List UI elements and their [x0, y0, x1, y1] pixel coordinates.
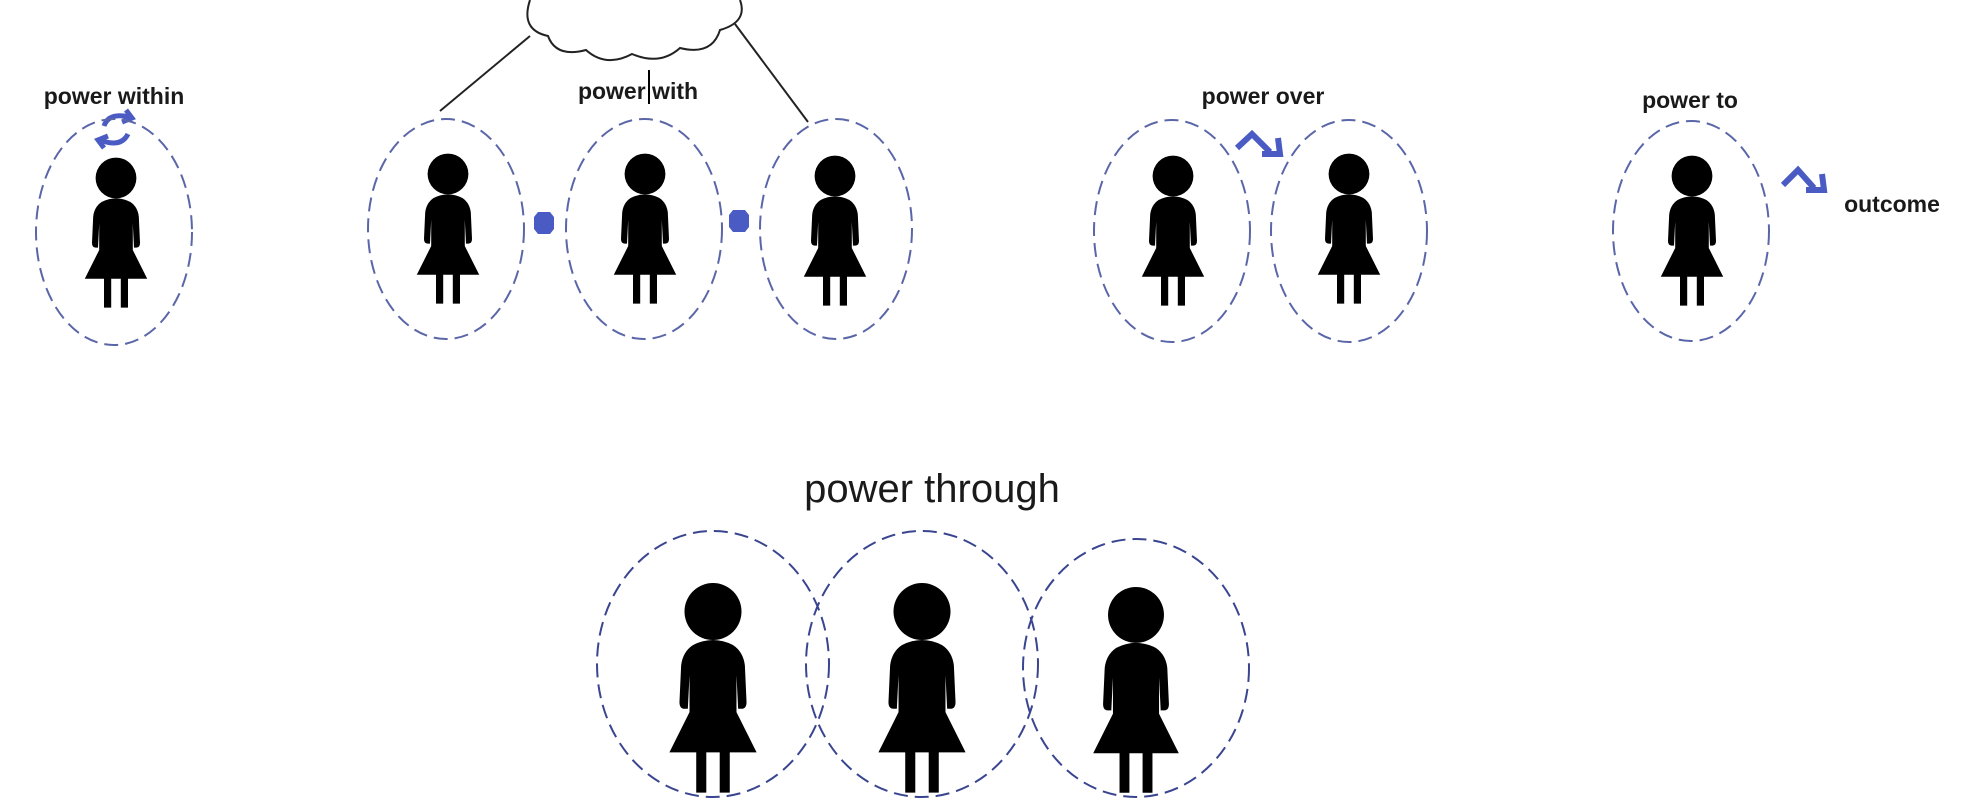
label-outcome: outcome — [1844, 191, 1940, 217]
person-figure — [1141, 155, 1205, 306]
person-boundary — [35, 118, 193, 346]
person-figure — [1660, 155, 1724, 306]
person-boundary — [565, 118, 723, 340]
thought-cloud — [439, 0, 809, 123]
arrow-icon — [1234, 129, 1284, 157]
person-figure — [416, 153, 480, 304]
person-figure — [1317, 153, 1381, 304]
label-power-to: power to — [1642, 87, 1738, 113]
person-boundary — [1612, 120, 1770, 342]
person-figure — [803, 155, 867, 306]
person-figure — [613, 153, 677, 304]
person-boundary — [1093, 119, 1251, 343]
label-power-with: power with — [578, 78, 698, 104]
connector-icon — [729, 210, 749, 232]
label-power-through: power through — [804, 467, 1060, 511]
label-power-within: power within — [44, 83, 185, 109]
person-figure — [84, 157, 148, 308]
connection-dots — [534, 210, 749, 234]
label-power-over: power over — [1202, 83, 1325, 109]
person-boundary — [759, 118, 913, 340]
person-boundary — [596, 530, 830, 798]
person-boundary — [1270, 119, 1428, 343]
person-boundary — [805, 530, 1039, 798]
person-figure — [878, 583, 966, 793]
arrow-icon — [1780, 165, 1828, 193]
person-figure — [1093, 586, 1179, 793]
connector-icon — [534, 212, 554, 234]
person-boundary — [1022, 538, 1250, 798]
person-boundary — [367, 118, 525, 340]
person-figure — [669, 583, 757, 793]
cycle-icon — [94, 108, 136, 150]
